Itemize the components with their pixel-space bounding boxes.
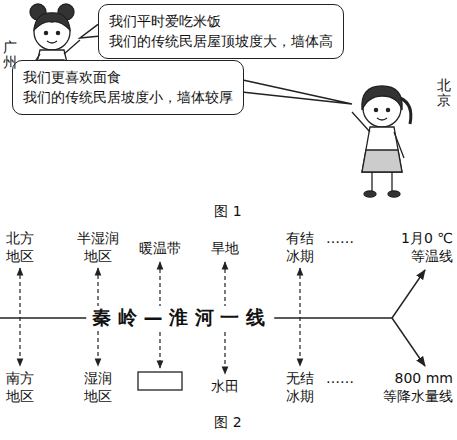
figure-caption: 图 2 bbox=[214, 414, 241, 432]
contrast-arrows bbox=[20, 262, 300, 374]
region-label: 湿润地区 bbox=[83, 370, 112, 405]
region-label: 1月0 ℃ 等温线 bbox=[389, 230, 453, 265]
region-label: 有结冰期 bbox=[285, 230, 314, 265]
bubble-tail bbox=[244, 80, 352, 104]
divide-line bbox=[0, 270, 425, 366]
region-label: …… bbox=[326, 370, 354, 388]
region-label: 暖温带 bbox=[139, 240, 181, 258]
blank-box bbox=[138, 372, 182, 390]
speech-bubble: 我们平时爱吃米饭我们的传统民居屋顶坡度大，墙体高 bbox=[98, 4, 344, 59]
speech-text: 我们的传统民居坡度小，墙体较厚 bbox=[23, 87, 233, 107]
figure-caption: 图 1 bbox=[214, 203, 241, 221]
speech-bubble: 我们更喜欢面食我们的传统民居坡度小，墙体较厚 bbox=[12, 60, 244, 115]
city-label: 广州 bbox=[3, 40, 17, 71]
region-label: 800 mm 等降水量线 bbox=[375, 370, 453, 405]
city-label: 北京 bbox=[437, 78, 451, 109]
speech-text: 我们的传统民居屋顶坡度大，墙体高 bbox=[109, 31, 333, 51]
speech-text: 我们平时爱吃米饭 bbox=[109, 11, 333, 31]
speech-text: 我们更喜欢面食 bbox=[23, 67, 233, 87]
region-label: 旱地 bbox=[211, 240, 239, 258]
region-label: 北方地区 bbox=[5, 230, 34, 265]
divide-label: 秦岭—淮河一线 bbox=[86, 306, 274, 329]
region-label: 水田 bbox=[211, 378, 239, 396]
region-label: …… bbox=[326, 230, 354, 248]
beijing-girl bbox=[352, 86, 411, 197]
region-label: 无结冰期 bbox=[285, 370, 314, 405]
bubble-tail bbox=[80, 24, 98, 38]
region-label: 南方地区 bbox=[5, 370, 34, 405]
region-label: 半湿润地区 bbox=[76, 230, 119, 265]
